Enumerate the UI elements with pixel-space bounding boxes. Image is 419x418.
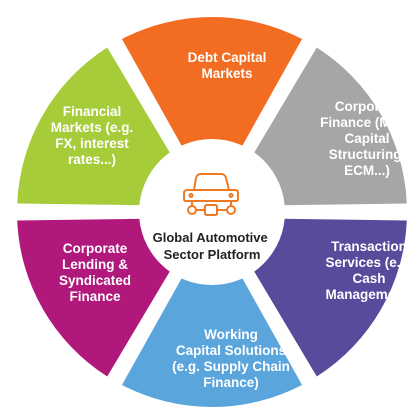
segment-label-line: Structuring, xyxy=(329,147,406,162)
segment-label-line: FX, interest xyxy=(55,136,129,151)
center-title-line-1: Global Automotive xyxy=(153,230,268,245)
segment-label-line: Corporate xyxy=(63,241,128,256)
segment-label-line: Capital Solutions xyxy=(176,343,286,358)
segment-label-line: Lending & xyxy=(62,257,128,272)
segment-label-line: Finance (M&A, xyxy=(320,115,414,130)
segment-label-line: Corporate xyxy=(335,99,400,114)
segment-working-capital-solutions xyxy=(121,224,303,407)
segment-label-line: Debt Capital xyxy=(188,50,267,65)
center-title: Global Automotive Sector Platform xyxy=(153,230,272,262)
segment-label-line: Finance) xyxy=(203,375,259,390)
segment-label-line: ECM...) xyxy=(344,163,390,178)
car-sensor-icon xyxy=(183,173,239,216)
segment-label-line: Finance xyxy=(69,289,121,304)
segment-label-line: Markets (e.g. xyxy=(51,120,134,135)
segment-label-line: Financial xyxy=(63,104,122,119)
center-title-line-2: Sector Platform xyxy=(164,247,261,262)
center-hub xyxy=(139,139,285,285)
segment-label-line: Services (e.g. xyxy=(325,255,412,270)
segment-label-line: Working xyxy=(204,327,258,342)
segment-label-line: Management) xyxy=(325,287,412,302)
segment-label-line: (e.g. Supply Chain xyxy=(172,359,290,374)
segment-label-line: Transaction xyxy=(331,239,407,254)
segment-label-line: Capital xyxy=(344,131,389,146)
segment-debt-capital-markets xyxy=(121,17,303,200)
segment-label-line: Syndicated xyxy=(59,273,131,288)
segment-label-line: Cash xyxy=(352,271,385,286)
segment-label-line: Markets xyxy=(201,66,252,81)
segment-label-line: rates...) xyxy=(68,152,116,167)
